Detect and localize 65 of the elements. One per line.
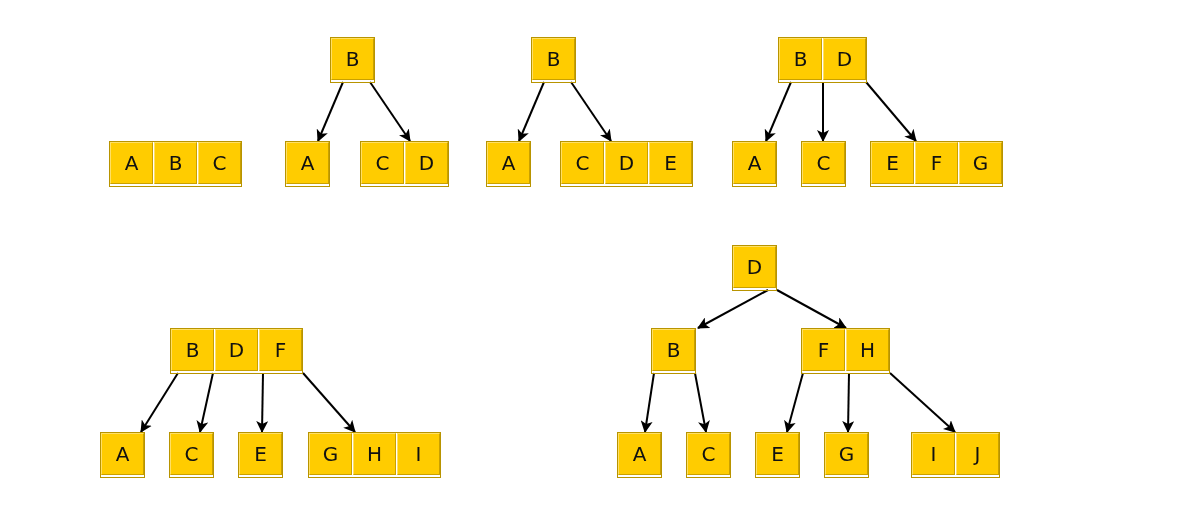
key: D: [733, 246, 776, 288]
arrow: [776, 289, 847, 329]
key: A: [487, 142, 530, 184]
key: B: [171, 329, 214, 371]
arrow: [140, 372, 179, 433]
key: B: [331, 38, 374, 80]
key: I: [912, 433, 955, 475]
arrow: [817, 81, 829, 142]
arrow: [889, 372, 956, 433]
key: F: [259, 329, 302, 371]
key: H: [846, 329, 889, 371]
key: B: [652, 329, 695, 371]
key: F: [802, 329, 845, 371]
key: G: [959, 142, 1002, 184]
btree-node: [171, 329, 302, 373]
key: A: [733, 142, 776, 184]
key: C: [802, 142, 845, 184]
key: F: [915, 142, 958, 184]
arrow: [256, 372, 269, 433]
arrow: [302, 372, 356, 433]
key: D: [215, 329, 258, 371]
arrow: [570, 81, 612, 142]
arrow: [694, 372, 710, 433]
key: E: [871, 142, 914, 184]
btree-node: [912, 433, 999, 477]
arrow: [517, 81, 545, 142]
key: E: [649, 142, 692, 184]
btree-node: [309, 433, 440, 477]
arrow: [764, 81, 792, 142]
key: C: [687, 433, 730, 475]
key: C: [198, 142, 241, 184]
key: A: [101, 433, 144, 475]
key: B: [779, 38, 822, 80]
key: D: [823, 38, 866, 80]
arrow: [865, 81, 917, 142]
key: D: [605, 142, 648, 184]
key: H: [353, 433, 396, 475]
arrow: [784, 372, 804, 433]
btree-node: [561, 142, 692, 186]
btree-node: [779, 38, 866, 82]
key: A: [618, 433, 661, 475]
btree-node: [871, 142, 1002, 186]
arrow: [842, 372, 855, 433]
key: C: [561, 142, 604, 184]
key: I: [397, 433, 440, 475]
arrow: [369, 81, 411, 142]
key: E: [239, 433, 282, 475]
key: A: [286, 142, 329, 184]
arrow: [316, 81, 344, 142]
btree-node: [361, 142, 448, 186]
key: G: [309, 433, 352, 475]
key: C: [170, 433, 213, 475]
key: B: [154, 142, 197, 184]
btree-node: [802, 329, 889, 373]
key: B: [532, 38, 575, 80]
key: J: [956, 433, 999, 475]
key: G: [825, 433, 868, 475]
key: A: [110, 142, 153, 184]
btree-node: [110, 142, 241, 186]
arrow: [697, 289, 769, 329]
arrow: [196, 372, 214, 433]
arrow: [640, 372, 655, 433]
key: D: [405, 142, 448, 184]
key: E: [756, 433, 799, 475]
key: C: [361, 142, 404, 184]
